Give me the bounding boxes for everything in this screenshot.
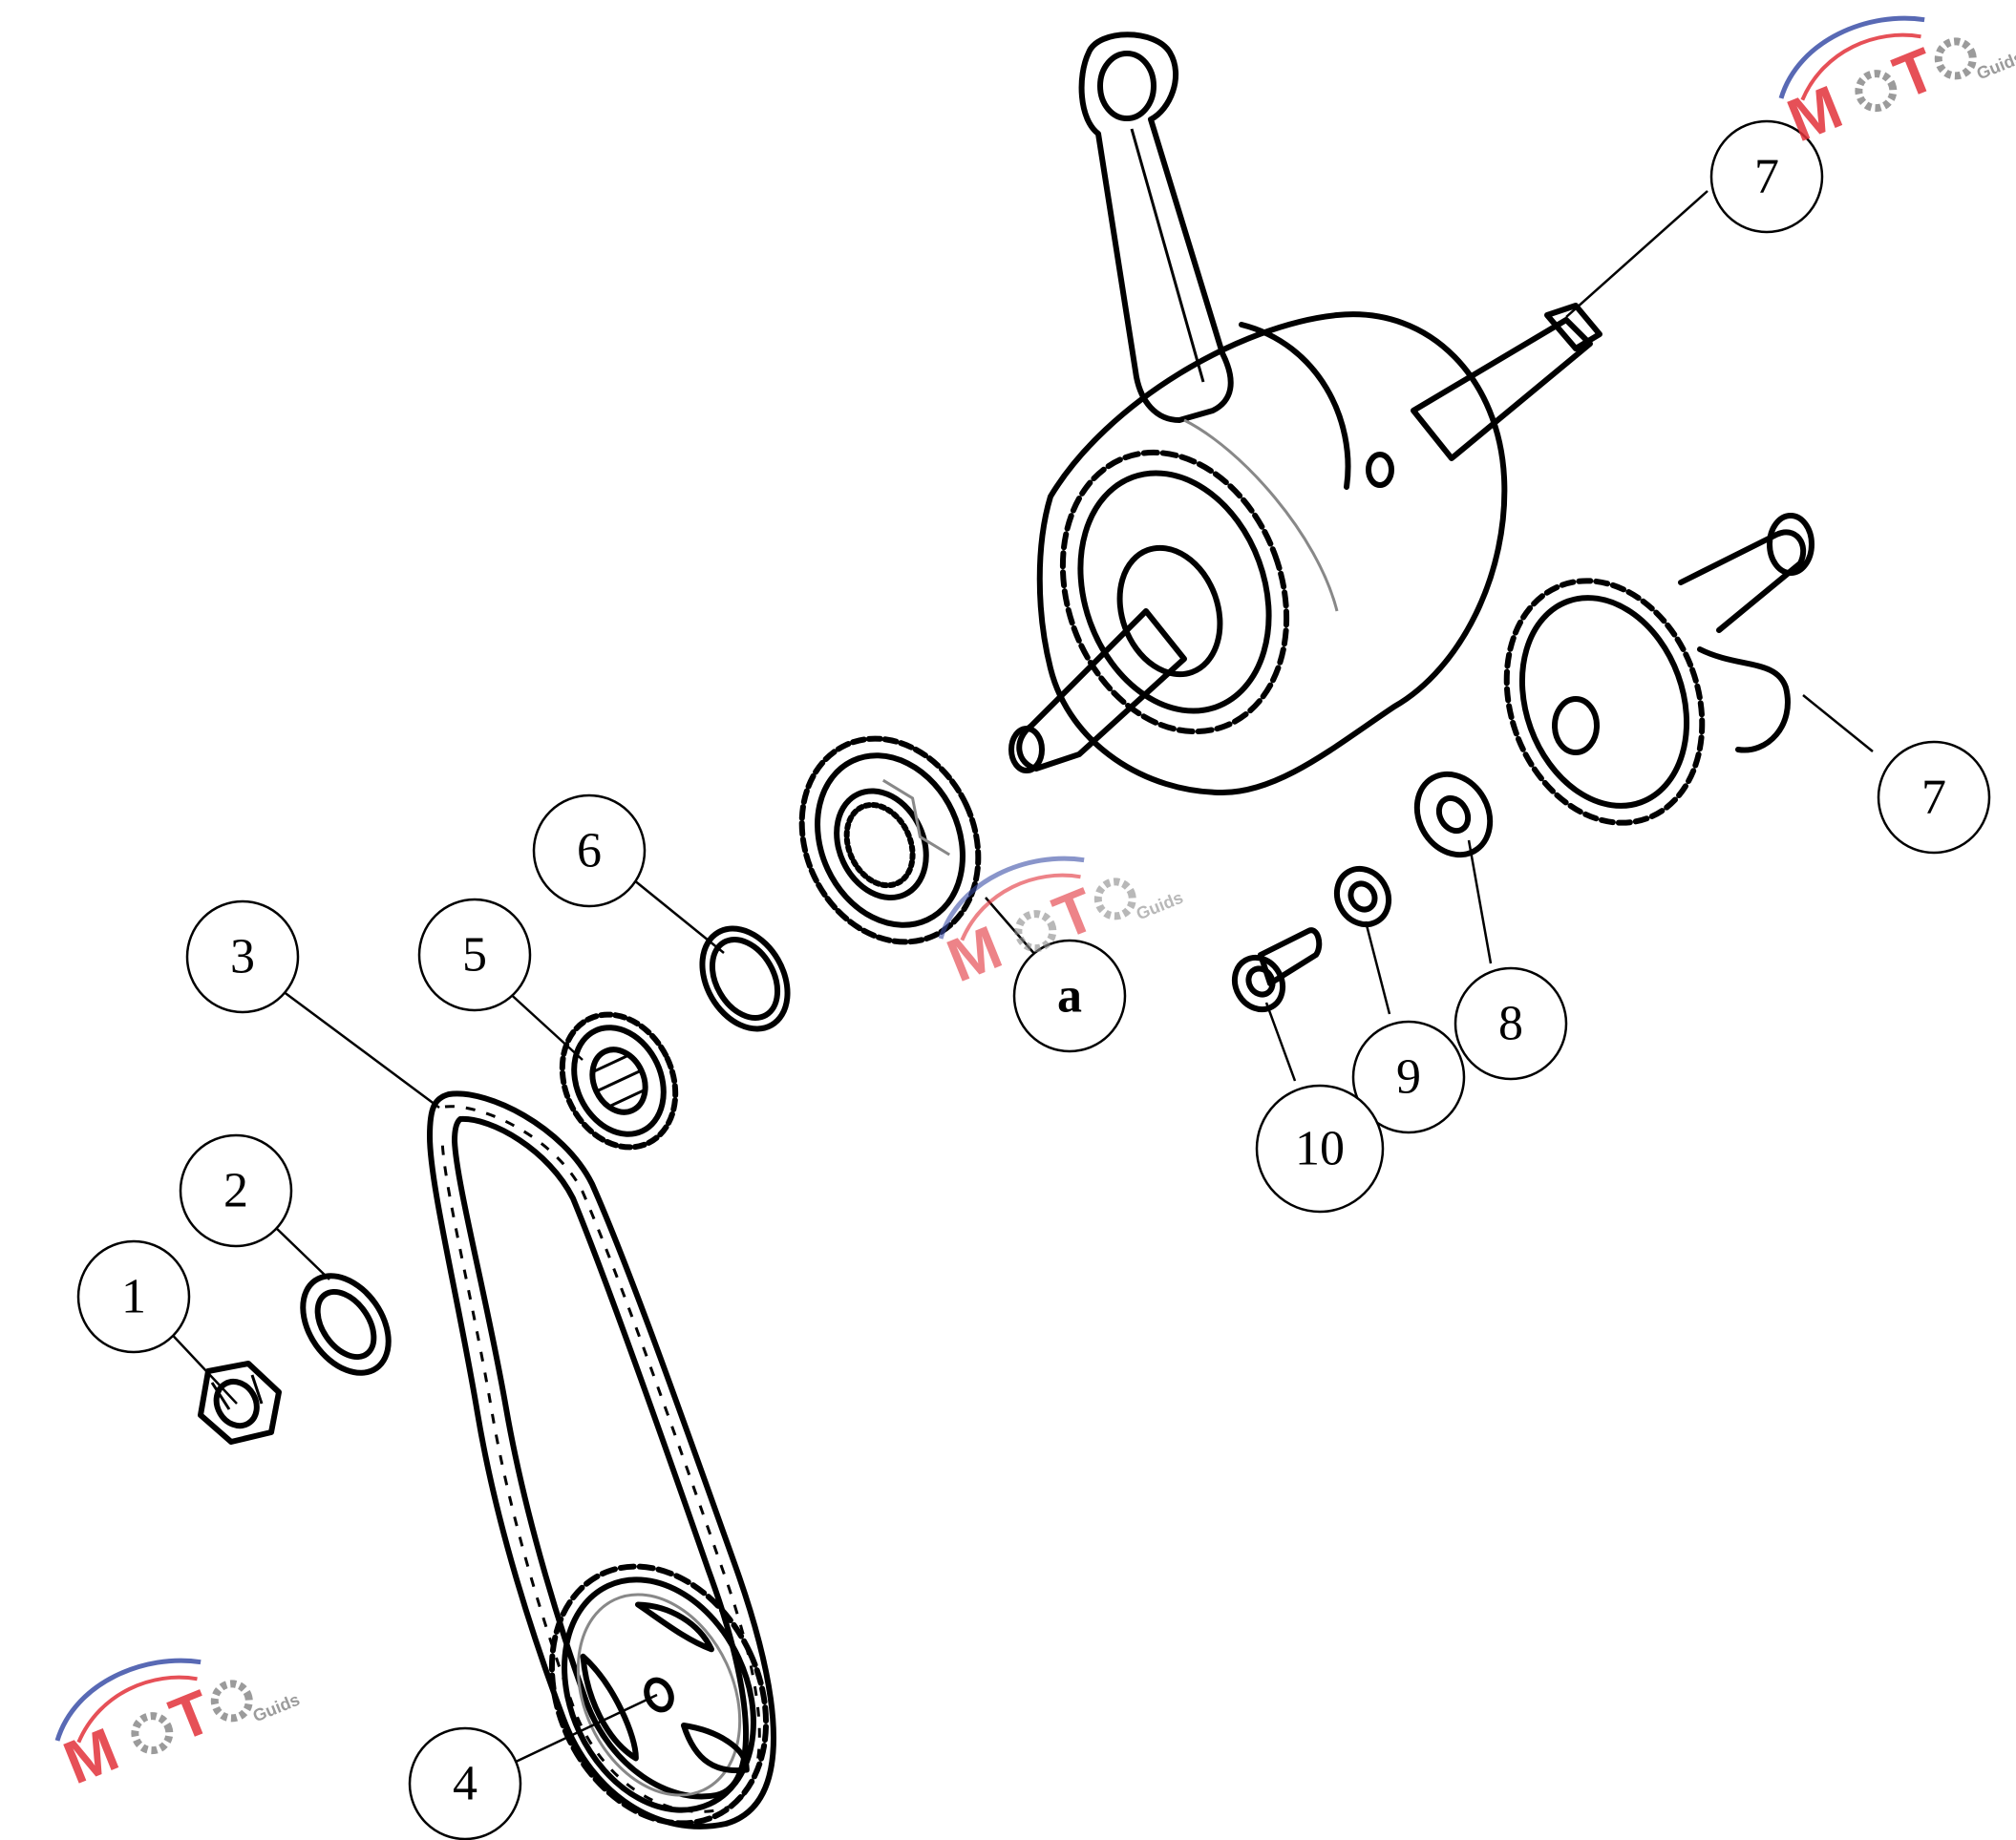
callout-10-label: 10 [1295, 1122, 1345, 1176]
callout-1-label: 1 [121, 1270, 146, 1324]
leader-lines [163, 190, 1874, 1765]
callout-7-top: 7 [1709, 119, 1824, 234]
callout-1: 1 [76, 1239, 191, 1354]
callout-4: 4 [408, 1726, 522, 1840]
callout-9-label: 9 [1396, 1050, 1421, 1105]
part-washer-9 [1333, 865, 1392, 928]
callout-2-label: 2 [223, 1164, 248, 1218]
svg-text:M: M [54, 1715, 127, 1798]
callout-8: 8 [1454, 966, 1568, 1081]
part-crank-sprocket [559, 1011, 679, 1151]
part-crankshaft [1008, 32, 1602, 795]
part-washer-6 [699, 925, 791, 1032]
callout-5-label: 5 [462, 928, 487, 983]
part-washer-8 [1413, 771, 1494, 858]
callout-5: 5 [417, 898, 532, 1012]
callout-3-label: 3 [230, 930, 255, 984]
watermark-logo-bottom-left: M T Guids [54, 1658, 303, 1798]
svg-text:Guids: Guids [1134, 888, 1186, 924]
callout-4-label: 4 [453, 1757, 477, 1811]
part-nut [198, 1361, 282, 1445]
callout-a-label: a [1057, 969, 1082, 1024]
callout-8-label: 8 [1498, 997, 1523, 1051]
part-washer-2 [300, 1273, 392, 1376]
callout-10: 10 [1255, 1084, 1385, 1214]
part-bolt [1231, 927, 1323, 1013]
callout-7-top-label: 7 [1754, 150, 1779, 204]
part-primary-gear [798, 735, 982, 945]
watermark-logo-top-right: M T Guids [1778, 15, 2016, 155]
callout-7-right-label: 7 [1921, 771, 1946, 825]
callout-9: 9 [1351, 1020, 1466, 1134]
callout-6: 6 [532, 793, 647, 908]
callout-6-label: 6 [577, 824, 602, 878]
svg-text:Guids: Guids [250, 1690, 303, 1726]
callout-a: a [1012, 939, 1127, 1053]
callout-2: 2 [179, 1133, 293, 1248]
part-balancer-shaft [1503, 513, 1814, 826]
callout-3: 3 [185, 899, 300, 1014]
svg-text:Guids: Guids [1974, 48, 2016, 84]
callout-7-right: 7 [1877, 740, 1991, 855]
